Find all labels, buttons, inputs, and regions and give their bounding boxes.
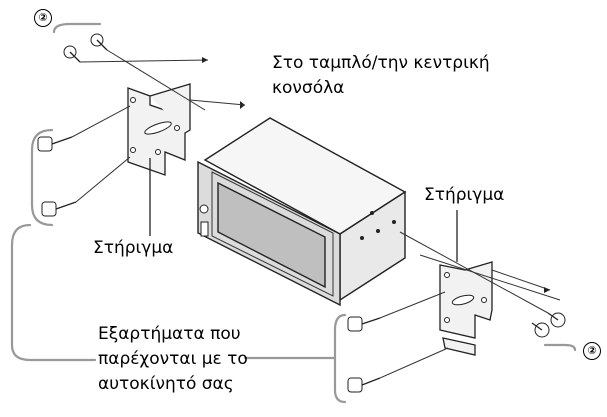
hole-icon: [174, 125, 180, 131]
label-parts-line1: Εξαρτήματα που: [98, 324, 241, 344]
slot-icon: [451, 294, 475, 306]
screw-left-2: [41, 201, 77, 217]
callout-right: ②: [583, 342, 601, 360]
label-dashboard-line1: Στο ταμπλό/την κεντρική: [272, 53, 490, 73]
head-unit: [197, 117, 407, 307]
knob-icon: [199, 204, 209, 214]
screw-left-top-1: [63, 45, 81, 63]
label-parts-line3: αυτοκίνητό σας: [98, 374, 234, 394]
screw-hole-icon: [376, 229, 380, 233]
screw-hole-icon: [360, 236, 364, 240]
label-bracket-right: Στήριγμα: [424, 185, 505, 205]
hole-icon: [130, 147, 136, 153]
bracket-left-part: [127, 83, 191, 233]
label-parts-line2: παρέχονται με το: [98, 349, 248, 369]
screw-right-4: [347, 377, 381, 393]
label-dashboard-line2: κονσόλα: [272, 78, 345, 98]
slot-icon: [144, 121, 172, 135]
screw-right-2: [531, 322, 550, 338]
bracket-right-part: [439, 210, 493, 356]
screw-left-top-2: [90, 33, 108, 51]
screw-right-1: [547, 312, 566, 328]
hole-icon: [155, 149, 161, 155]
screw-left-1: [37, 136, 73, 152]
hole-icon: [444, 272, 450, 278]
label-bracket-left: Στήριγμα: [93, 238, 174, 258]
screw-right-3: [347, 316, 381, 332]
hole-icon: [444, 317, 450, 323]
callout-left: ②: [34, 9, 52, 27]
screw-hole-icon: [392, 220, 396, 224]
screw-hole-icon: [370, 211, 374, 215]
hole-icon: [481, 297, 487, 303]
hole-icon: [130, 97, 136, 103]
